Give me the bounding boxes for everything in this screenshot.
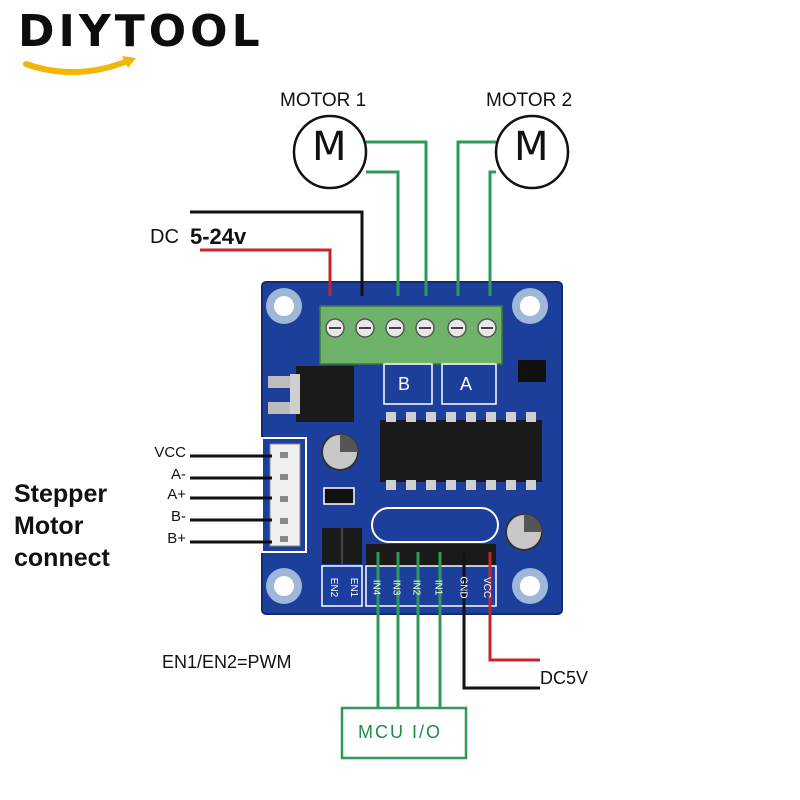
mcu-wires	[376, 552, 442, 712]
stepper-connector	[261, 437, 307, 553]
motor-2-label: MOTOR 2	[486, 90, 573, 111]
stepper-pin-vcc: VCC	[154, 444, 186, 461]
header-pin-in4: IN4	[370, 579, 382, 596]
mcu-io-label: MCU I/O	[358, 722, 442, 742]
smd-resistor	[323, 487, 355, 505]
stepper-pin-a-minus: A-	[171, 466, 186, 483]
header-pin-vcc: VCC	[481, 576, 493, 599]
enable-jumper	[322, 528, 362, 564]
smd-chip	[518, 360, 546, 382]
capacitor-left	[321, 433, 359, 471]
stepper-title-line-2: Motor	[14, 512, 84, 540]
stepper-pin-b-plus: B+	[167, 530, 186, 547]
output-a-box	[441, 363, 497, 405]
output-b-label: B	[398, 374, 411, 394]
header-pin-gnd: GND	[457, 576, 469, 599]
capacitor-right	[505, 513, 543, 551]
mount-hole-bottom-left	[266, 568, 302, 604]
mcu-box	[340, 706, 468, 760]
stepper-wires	[190, 454, 272, 544]
motor-1-symbol	[292, 114, 368, 190]
mount-hole-bottom-right	[512, 568, 548, 604]
dc-positive-wire	[200, 248, 332, 296]
stepper-pin-a-plus: A+	[167, 486, 186, 503]
output-a-label: A	[460, 374, 473, 394]
mount-hole-top-right	[512, 288, 548, 324]
header-pin-en1: EN1	[348, 577, 360, 598]
motor-1-symbol-text: M	[312, 124, 347, 170]
driver-ic	[380, 412, 542, 490]
stepper-pin-b-minus: B-	[171, 508, 186, 525]
motor-2-symbol-text: M	[514, 124, 549, 170]
brand-swoosh-icon	[23, 56, 136, 76]
header-silkscreen	[321, 565, 497, 607]
output-b-box	[383, 363, 433, 405]
oval-silkscreen	[371, 507, 499, 543]
brand-logo: DIYTOOL	[18, 6, 264, 57]
dc-label: DC	[150, 226, 179, 248]
mount-hole-top-left	[266, 288, 302, 324]
stepper-title-line-3: connect	[14, 544, 110, 572]
pwm-note: EN1/EN2=PWM	[162, 652, 292, 672]
header-pin-in3: IN3	[390, 579, 402, 596]
stepper-title-line-1: Stepper	[14, 480, 108, 508]
header-pin-in2: IN2	[410, 579, 422, 596]
gnd-wire	[462, 552, 540, 690]
dc-ground-wire	[190, 210, 364, 296]
screw-terminal-block	[319, 305, 503, 365]
vcc-5v-wire	[488, 552, 540, 662]
header-pin-en2: EN2	[328, 577, 340, 598]
voltage-label: 5-24v	[190, 224, 247, 249]
dc5v-label: DC5V	[540, 668, 589, 688]
voltage-regulator	[268, 366, 354, 422]
motor-wires	[366, 140, 496, 296]
motor-2-symbol	[494, 114, 570, 190]
input-header	[366, 544, 496, 566]
header-pin-in1: IN1	[432, 579, 444, 596]
motor-1-label: MOTOR 1	[280, 90, 367, 111]
